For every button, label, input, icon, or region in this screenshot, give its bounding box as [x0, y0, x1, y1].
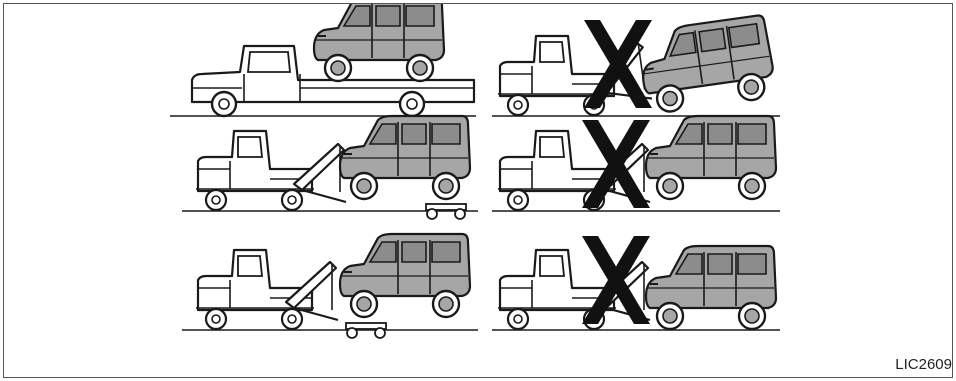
- towing-methods-illustration: [4, 4, 952, 377]
- figure-frame: LIC2609: [3, 3, 953, 378]
- figure-code: LIC2609: [895, 356, 952, 373]
- panel-sling-tow-wheels-down-incorrect: [492, 236, 780, 330]
- panel-sling-tow-incorrect: [492, 116, 780, 211]
- panel-wheel-lift-with-dollies: [182, 116, 478, 219]
- panel-wheel-lift-with-rear-dollies: [182, 234, 478, 338]
- x-mark-icon: [582, 120, 650, 208]
- panel-front-wheel-lift-incorrect: [492, 14, 780, 116]
- panel-flatbed-truck: [170, 4, 476, 116]
